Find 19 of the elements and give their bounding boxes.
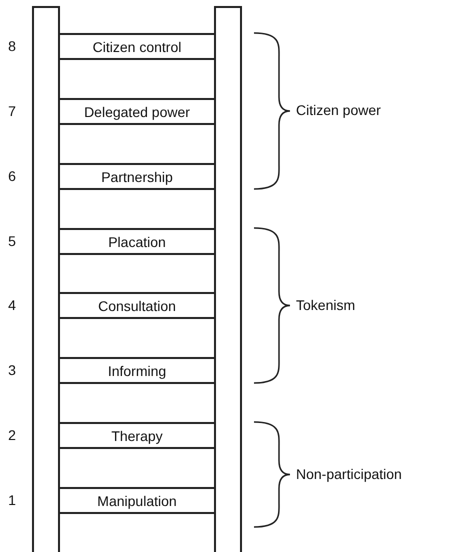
ladder-rung: Informing xyxy=(60,357,214,384)
group-label: Tokenism xyxy=(296,296,356,312)
ladder-rung: Partnership xyxy=(60,163,214,190)
ladder-rung: Therapy xyxy=(60,422,214,449)
group-label: Citizen power xyxy=(296,102,381,118)
rung-number: 6 xyxy=(7,168,17,184)
ladder-rung: Citizen control xyxy=(60,33,214,60)
rung-number: 7 xyxy=(7,103,17,119)
rung-number: 2 xyxy=(7,427,17,443)
ladder-rung: Placation xyxy=(60,228,214,255)
rung-number: 1 xyxy=(7,492,17,508)
ladder-rung: Manipulation xyxy=(60,487,214,514)
group-label: Non-participation xyxy=(296,466,402,482)
ladder-rung: Delegated power xyxy=(60,98,214,125)
rung-number: 4 xyxy=(7,297,17,313)
rung-number: 8 xyxy=(7,38,17,54)
ladder-rung: Consultation xyxy=(60,292,214,319)
rung-number: 5 xyxy=(7,233,17,249)
rung-number: 3 xyxy=(7,362,17,378)
